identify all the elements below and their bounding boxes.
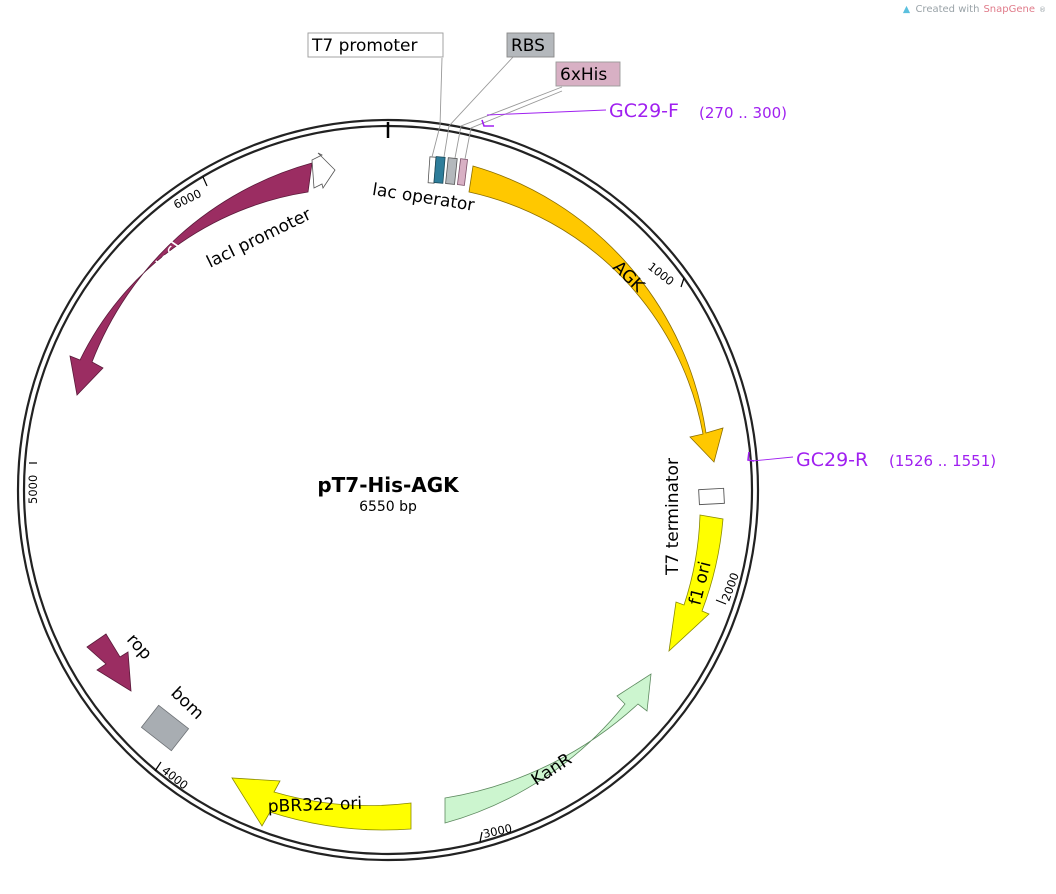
- plasmid-name: pT7-His-AGK: [317, 473, 460, 497]
- label-6xhis: 6xHis: [555, 61, 621, 87]
- feature-label-t7-terminator: T7 terminator: [663, 458, 683, 576]
- feature-t7-terminator[interactable]: T7 terminator: [663, 458, 725, 576]
- primer-range-gc29-r: (1526 .. 1551): [889, 452, 996, 470]
- tick-4000: 4000: [154, 761, 191, 792]
- snapgene-credit: Created with SnapGene ®: [902, 4, 1046, 15]
- tick-5000: 5000: [26, 462, 40, 504]
- primer-range-gc29-f: (270 .. 300): [699, 104, 787, 122]
- tick-label-5000: 5000: [26, 475, 40, 504]
- plasmid-size: 6550 bp: [359, 499, 417, 515]
- primer-label-gc29-f: GC29-F: [609, 100, 679, 122]
- backbone: [16, 118, 760, 862]
- tick-label-3000: 3000: [482, 821, 514, 841]
- primer-label-gc29-r: GC29-R: [796, 449, 868, 471]
- callout-lines: [431, 55, 563, 160]
- feature-rop[interactable]: rop: [86, 630, 156, 692]
- credit-prefix: Created with: [915, 4, 980, 15]
- svg-text:RBS: RBS: [511, 36, 545, 56]
- feature-label-kanr: KanR: [528, 749, 576, 790]
- label-t7-promoter: T7 promoter: [307, 32, 444, 58]
- tick-3000: 3000: [479, 821, 514, 843]
- primer-gc29-r[interactable]: GC29-R (1526 .. 1551): [747, 449, 996, 471]
- svg-text:6xHis: 6xHis: [560, 65, 607, 85]
- feature-6xhis[interactable]: [456, 158, 469, 186]
- tick-1000: 1000: [645, 259, 685, 288]
- tick-label-6000: 6000: [171, 186, 203, 211]
- tick-label-4000: 4000: [159, 763, 191, 792]
- primer-gc29-f[interactable]: GC29-F (270 .. 300): [481, 100, 787, 127]
- snapgene-logo-icon: [903, 5, 911, 14]
- feature-kanr[interactable]: KanR: [444, 673, 652, 824]
- feature-agk[interactable]: AGK: [468, 165, 724, 463]
- credit-mark: ®: [1039, 5, 1046, 14]
- feature-label-pbr322-ori: pBR322 ori: [267, 794, 362, 817]
- label-rbs: RBS: [506, 32, 555, 58]
- feature-pbr322-ori[interactable]: pBR322 ori: [231, 777, 412, 831]
- feature-rbs[interactable]: [445, 157, 458, 185]
- feature-bom[interactable]: bom: [140, 683, 208, 752]
- credit-brand: SnapGene: [983, 4, 1035, 15]
- svg-text:T7 promoter: T7 promoter: [311, 36, 418, 56]
